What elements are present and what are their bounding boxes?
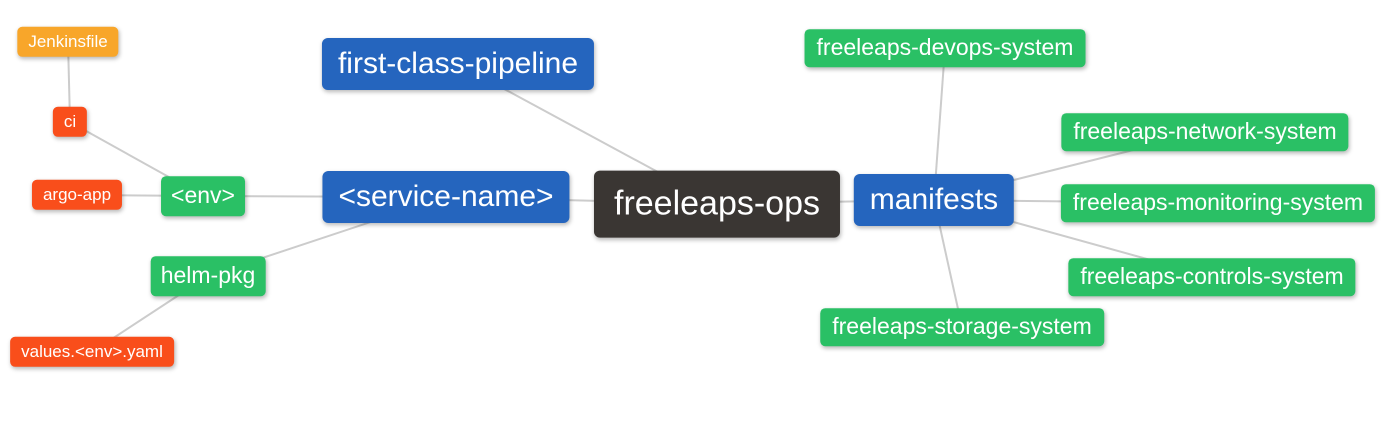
node-label: <service-name>	[338, 180, 554, 213]
node-first-class-pipeline[interactable]: first-class-pipeline	[321, 38, 595, 90]
node-freeleaps-ops[interactable]: freeleaps-ops	[593, 170, 841, 238]
node-label: freeleaps-monitoring-system	[1072, 189, 1364, 216]
node-freeleaps-controls-system[interactable]: freeleaps-controls-system	[1068, 258, 1356, 296]
node-manifests[interactable]: manifests	[853, 174, 1015, 226]
node-label: freeleaps-devops-system	[816, 34, 1074, 61]
node-label: argo-app	[42, 184, 112, 204]
node-freeleaps-monitoring-system[interactable]: freeleaps-monitoring-system	[1060, 184, 1376, 222]
node-label: freeleaps-ops	[613, 184, 821, 223]
node-service-name[interactable]: <service-name>	[322, 171, 570, 223]
node-label: values.<env>.yaml	[21, 341, 163, 361]
node-env[interactable]: <env>	[161, 176, 245, 216]
node-helm-pkg[interactable]: helm-pkg	[150, 256, 266, 296]
node-freeleaps-storage-system[interactable]: freeleaps-storage-system	[820, 308, 1104, 346]
node-label: freeleaps-storage-system	[832, 313, 1092, 340]
node-label: manifests	[869, 183, 999, 216]
node-label: freeleaps-network-system	[1073, 118, 1337, 145]
node-label: freeleaps-controls-system	[1080, 263, 1344, 290]
node-jenkinsfile[interactable]: Jenkinsfile	[17, 26, 119, 58]
node-values-env-yaml[interactable]: values.<env>.yaml	[10, 336, 174, 368]
node-ci[interactable]: ci	[52, 106, 88, 138]
node-label: Jenkinsfile	[28, 31, 108, 51]
node-argo-app[interactable]: argo-app	[31, 179, 123, 211]
node-label: <env>	[171, 182, 235, 209]
node-label: first-class-pipeline	[337, 47, 579, 80]
node-freeleaps-network-system[interactable]: freeleaps-network-system	[1061, 113, 1349, 151]
node-label: ci	[63, 111, 77, 131]
node-label: helm-pkg	[160, 262, 256, 289]
node-freeleaps-devops-system[interactable]: freeleaps-devops-system	[804, 29, 1086, 67]
